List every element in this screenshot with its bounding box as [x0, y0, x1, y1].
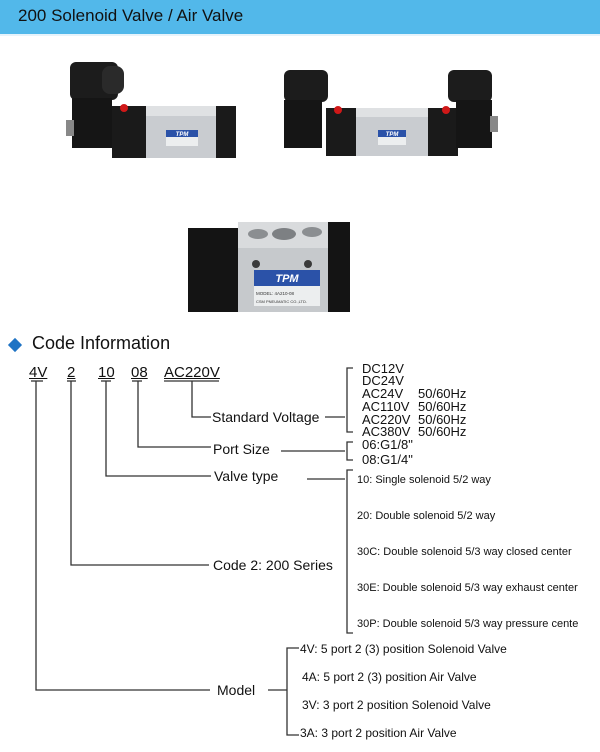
page-title: 200 Solenoid Valve / Air Valve — [18, 6, 244, 25]
voltage-frequency: 50/60Hz — [418, 424, 467, 439]
product-image-air-valve: TPM MODEL: 4A210-08 CSM PNEUMATIC CO.,LT… — [188, 222, 350, 312]
svg-text:TPM: TPM — [275, 273, 299, 285]
code-part-series: 2 — [67, 364, 76, 381]
model-option: 3A: 3 port 2 position Air Valve — [300, 726, 457, 740]
code-part-voltage: AC220V — [164, 364, 220, 381]
voltage-option: AC24V — [362, 386, 404, 401]
code-part-port-size: 08 — [131, 364, 148, 381]
voltage-option: AC110V — [362, 399, 410, 414]
port-option: 08:G1/4" — [362, 452, 413, 467]
tpm-label — [378, 130, 406, 137]
label-valve-type: Valve type — [214, 468, 279, 484]
valve-type-option: 30C: Double solenoid 5/3 way closed cent… — [357, 546, 572, 558]
valve-type-option: 30P: Double solenoid 5/3 way pressure ce… — [357, 618, 579, 630]
label-series: Code 2: 200 Series — [213, 557, 333, 573]
code-part-valve-type: 10 — [98, 364, 115, 381]
voltage-option: DC12V — [362, 361, 404, 376]
voltage-frequency: 50/60Hz — [418, 412, 467, 427]
model-option: 3V: 3 port 2 position Solenoid Valve — [302, 698, 491, 712]
model-option: 4A: 5 port 2 (3) position Air Valve — [302, 670, 477, 684]
model-option: 4V: 5 port 2 (3) position Solenoid Valve — [300, 642, 507, 656]
voltage-option: AC220V — [362, 412, 411, 427]
svg-text:CSM PNEUMATIC CO.,LTD.: CSM PNEUMATIC CO.,LTD. — [256, 299, 307, 304]
voltage-frequency: 50/60Hz — [418, 399, 467, 414]
product-image-single-solenoid: TPM — [66, 62, 236, 158]
label-port-size: Port Size — [213, 441, 270, 457]
label-standard-voltage: Standard Voltage — [212, 409, 320, 425]
port-option: 06:G1/8" — [362, 437, 413, 452]
voltage-option: DC24V — [362, 373, 404, 388]
code-part-model: 4V — [29, 364, 48, 381]
label-model: Model — [217, 682, 256, 698]
valve-type-option: 10: Single solenoid 5/2 way — [357, 474, 491, 486]
voltage-frequency: 50/60Hz — [418, 386, 467, 401]
svg-text:TPM: TPM — [176, 132, 190, 138]
tpm-label — [166, 130, 198, 137]
voltage-option: AC380V — [362, 424, 411, 439]
product-image-double-solenoid: TPM — [284, 70, 498, 156]
svg-text:TPM: TPM — [386, 132, 400, 138]
title-bar: 200 Solenoid Valve / Air Valve — [0, 0, 600, 36]
svg-text:MODEL: 4A210-08: MODEL: 4A210-08 — [256, 291, 295, 296]
valve-type-option: 30E: Double solenoid 5/3 way exhaust cen… — [357, 582, 578, 594]
valve-type-option: 20: Double solenoid 5/2 way — [357, 510, 496, 522]
tpm-label — [254, 270, 320, 286]
